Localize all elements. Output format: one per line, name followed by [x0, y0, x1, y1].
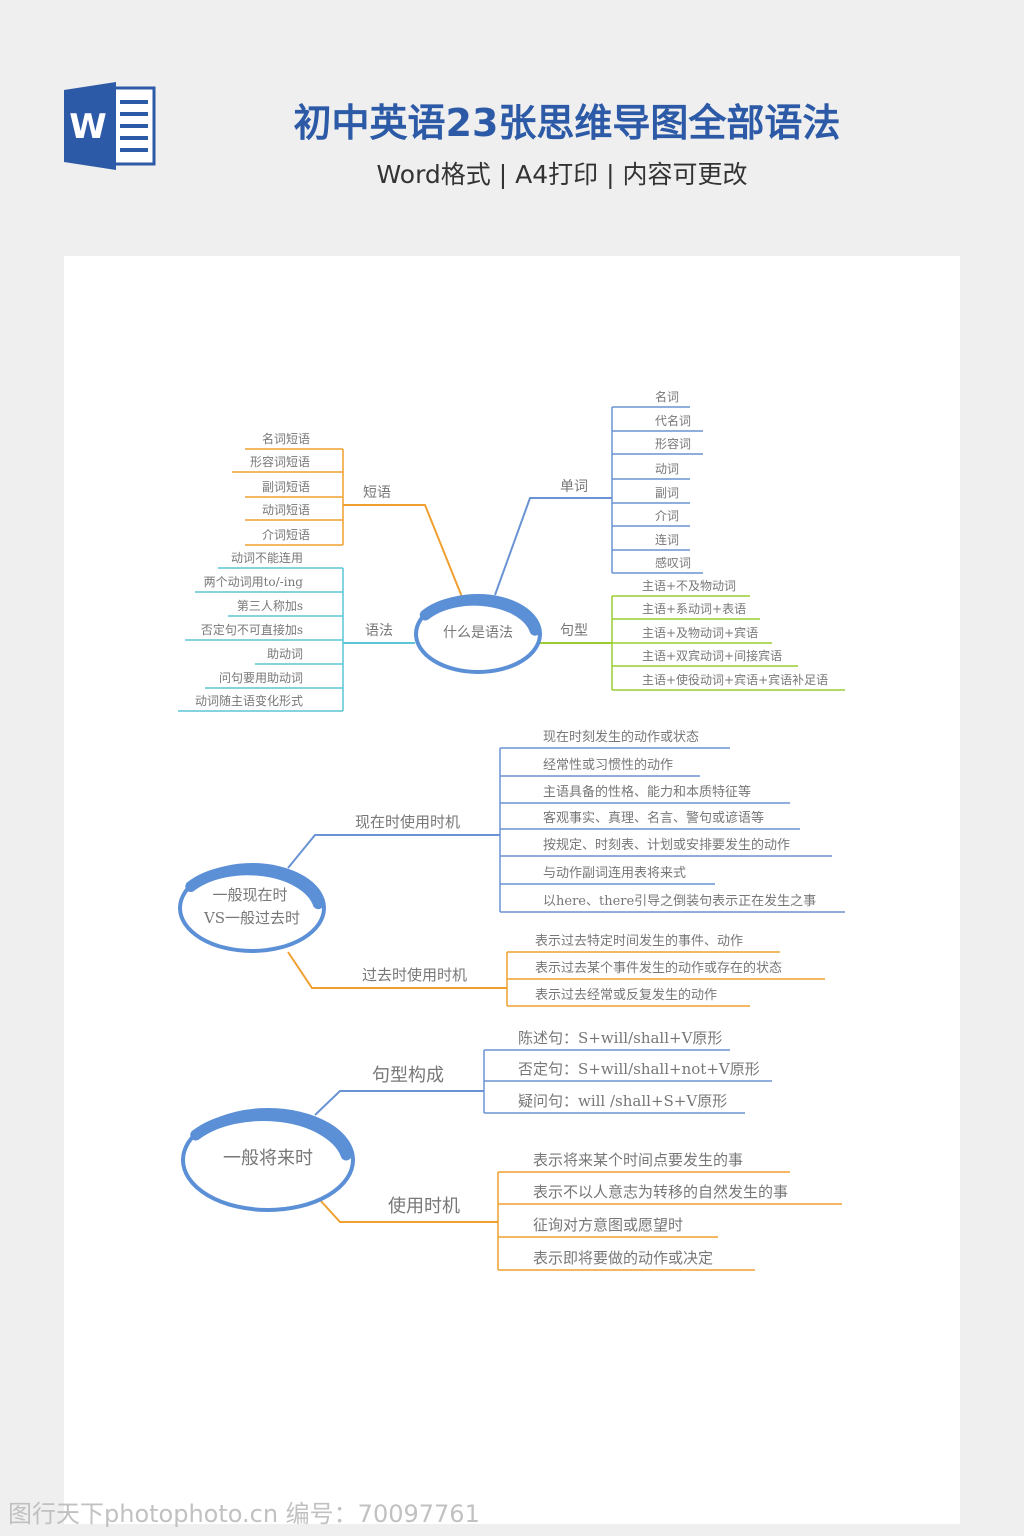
- center-node-future: [181, 1108, 355, 1212]
- leaf-node: 客观事实、真理、名言、警句或谚语等: [543, 811, 765, 826]
- leaf-node: 形容词: [655, 437, 692, 451]
- leaf-node: 介词: [655, 509, 680, 523]
- leaf-node: 表示不以人意志为转移的自然发生的事: [533, 1183, 789, 1201]
- branch-line-past: [287, 951, 507, 989]
- leaf-node: 动词不能连用: [230, 551, 303, 565]
- leaf-node: 经常性或习惯性的动作: [543, 758, 674, 773]
- center-node-tense-arc: [185, 864, 324, 910]
- leaf-node: 表示过去特定时间发生的事件、动作: [535, 934, 744, 949]
- branch-label-words: 单词: [560, 479, 588, 495]
- leaf-node: 主语+使役动词+宾语+宾语补足语: [642, 673, 829, 687]
- branch-line-structure: [314, 1090, 484, 1116]
- leaf-node: 感叹词: [655, 556, 692, 570]
- branch-line-usage: [319, 1199, 498, 1223]
- leaf-node: 代名词: [655, 414, 692, 428]
- branch-label-structure: 句型构成: [372, 1065, 444, 1086]
- svg-text:W: W: [69, 107, 107, 147]
- leaf-node: 第三人称加s: [236, 599, 303, 613]
- center-node-grammar-arc: [419, 594, 541, 636]
- center-label: 什么是语法: [443, 625, 513, 641]
- leaf-node: 动词随主语变化形式: [194, 694, 303, 708]
- leaf-node: 主语+及物动词+宾语: [642, 626, 759, 640]
- leaf-node: 副词短语: [261, 480, 310, 494]
- leaf-node: 表示过去某个事件发生的动作或存在的状态: [535, 961, 783, 976]
- leaf-node: 副词: [655, 486, 680, 500]
- branch-label-usage: 使用时机: [388, 1196, 460, 1217]
- branch-line-present: [287, 834, 500, 869]
- leaf-node: 连词: [655, 533, 680, 547]
- branch-label-grammar: 语法: [365, 623, 393, 639]
- center-label-line2: VS一般过去时: [203, 909, 301, 927]
- branch-line-words: [494, 497, 612, 596]
- leaf-node: 表示即将要做的动作或决定: [533, 1249, 714, 1267]
- center-label-line1: 一般现在时: [212, 886, 288, 904]
- leaf-node: 名词: [655, 390, 680, 404]
- leaf-node: 表示过去经常或反复发生的动作: [535, 988, 718, 1003]
- branch-label-past: 过去时使用时机: [362, 966, 468, 984]
- leaf-node: 疑问句：will /shall+S+V原形: [518, 1092, 728, 1110]
- leaf-node: 形容词短语: [249, 455, 310, 469]
- leaf-node: 否定句：S+will/shall+not+V原形: [518, 1060, 760, 1078]
- leaf-node: 否定句不可直接加s: [200, 623, 303, 637]
- leaf-node: 现在时刻发生的动作或状态: [543, 730, 700, 745]
- leaf-node: 动词短语: [261, 503, 310, 517]
- center-node-future-arc: [190, 1110, 352, 1161]
- leaf-node: 表示将来某个时间点要发生的事: [533, 1151, 744, 1169]
- leaf-node: 主语具备的性格、能力和本质特征等: [543, 785, 752, 800]
- leaf-node: 两个动词用to/-ing: [203, 575, 303, 589]
- word-document-icon: W: [64, 82, 156, 170]
- leaf-node: 主语+系动词+表语: [642, 602, 747, 616]
- branch-label-sentences: 句型: [560, 623, 588, 639]
- branch-label-present: 现在时使用时机: [355, 813, 461, 831]
- leaf-node: 按规定、时刻表、计划或安排要发生的动作: [543, 838, 791, 853]
- leaf-node: 介词短语: [261, 528, 310, 542]
- leaf-node: 征询对方意图或愿望时: [533, 1216, 684, 1234]
- leaf-node: 主语+双宾动词+间接宾语: [642, 649, 783, 663]
- leaf-node: 以here、there引导之倒装句表示正在发生之事: [543, 894, 817, 909]
- branch-line-phrases: [343, 504, 463, 598]
- page-subtitle: Word格式 | A4打印 | 内容可更改: [376, 160, 748, 189]
- leaf-node: 动词: [655, 462, 680, 476]
- leaf-node: 助动词: [266, 647, 303, 661]
- leaf-node: 陈述句：S+will/shall+V原形: [518, 1029, 723, 1047]
- leaf-node: 问句要用助动词: [218, 671, 303, 685]
- leaf-node: 与动作副词连用表将来式: [543, 866, 687, 881]
- leaf-node: 主语+不及物动词: [642, 579, 737, 593]
- center-label: 一般将来时: [223, 1148, 313, 1169]
- branch-label-phrases: 短语: [363, 485, 391, 501]
- watermark: 图行天下photophoto.cn 编号：70097761: [8, 1500, 480, 1528]
- leaf-node: 名词短语: [261, 432, 310, 446]
- page-title: 初中英语23张思维导图全部语法: [293, 101, 841, 145]
